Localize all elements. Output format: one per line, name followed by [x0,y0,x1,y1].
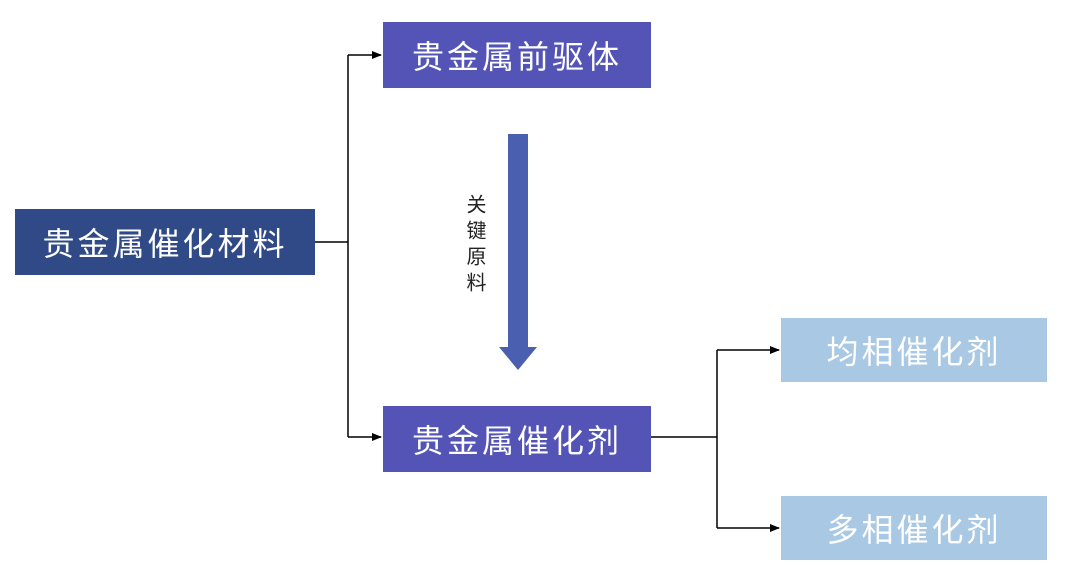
node-label: 多相催化剂 [826,511,1002,549]
big-down-arrow [499,134,537,370]
node-label: 均相催化剂 [826,333,1002,371]
node-heterogeneous-catalyst: 多相催化剂 [781,496,1047,560]
edge-label-key-material: 关键原料 [463,194,487,298]
node-precious-metal-catalytic-materials: 贵金属催化材料 [15,209,315,275]
node-precious-metal-precursor: 贵金属前驱体 [383,22,651,88]
node-label: 贵金属前驱体 [411,38,622,76]
node-label: 贵金属催化剂 [411,422,622,460]
node-homogeneous-catalyst: 均相催化剂 [781,318,1047,382]
node-label: 贵金属催化材料 [42,225,288,263]
node-precious-metal-catalyst: 贵金属催化剂 [383,406,651,472]
